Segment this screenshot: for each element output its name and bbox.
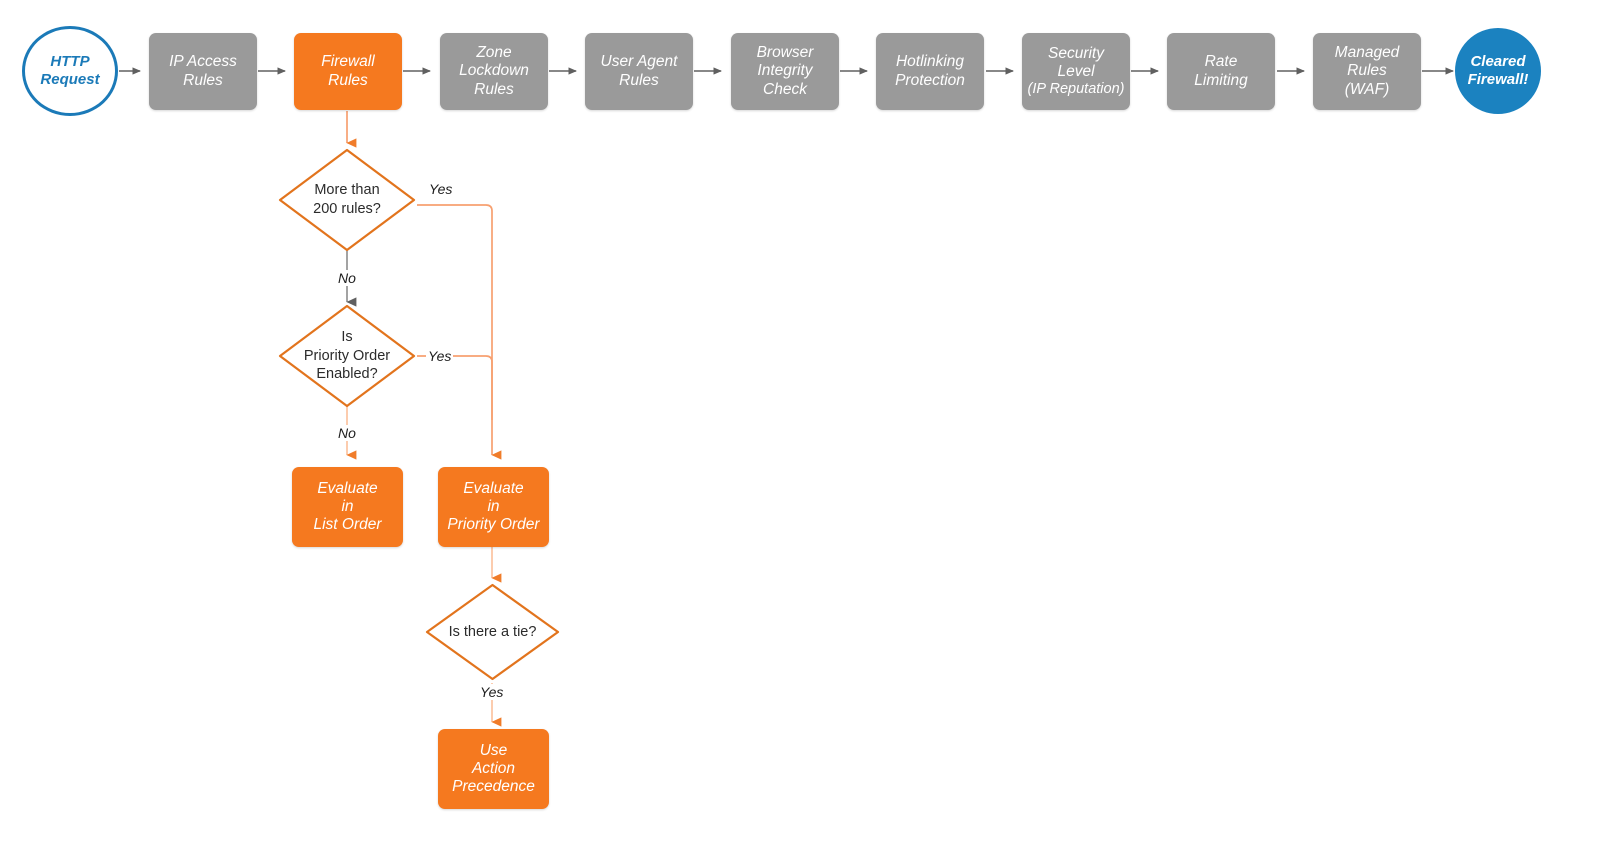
step-label-line-3: Rules	[474, 80, 514, 98]
decision-label-line-2: 200 rules?	[313, 201, 381, 217]
step-label-line-3: (IP Reputation)	[1027, 81, 1125, 98]
step-user-agent-rules[interactable]: User Agent Rules	[585, 33, 693, 110]
outcome-label-line-3: Precedence	[452, 778, 535, 796]
step-label: Security Level (IP Reputation)	[1028, 45, 1125, 99]
decision-label-line-1: More than	[314, 182, 380, 199]
end-terminator-cleared-firewall[interactable]: Cleared Firewall!	[1455, 28, 1541, 114]
outcome-evaluate-priority-order[interactable]: Evaluate in Priority Order	[438, 467, 549, 547]
end-label-line-2: Firewall!	[1467, 71, 1529, 88]
step-label: User Agent Rules	[601, 53, 678, 90]
step-label-line-2: Rules	[619, 71, 659, 89]
step-label: Zone Lockdown Rules	[459, 44, 529, 99]
decision-label: Is Priority Order Enabled?	[277, 303, 417, 409]
edge-label-d1-no: No	[336, 270, 358, 286]
step-security-level[interactable]: Security Level (IP Reputation)	[1022, 33, 1130, 110]
outcome-label-line-3: List Order	[313, 516, 382, 534]
decision-label-line-1: Is there a tie?	[448, 623, 537, 640]
edge-label-d1-yes: Yes	[427, 181, 455, 197]
outcome-label-line-1: Evaluate	[317, 479, 378, 497]
step-hotlinking-protection[interactable]: Hotlinking Protection	[876, 33, 984, 110]
diamond-shape	[425, 583, 560, 681]
step-label-line-1: IP Access	[169, 53, 237, 71]
decision-is-there-a-tie[interactable]: Is there a tie?	[424, 582, 561, 682]
step-label-line-1: Rate	[1204, 53, 1238, 71]
edge-label-d3-yes: Yes	[478, 684, 506, 700]
outcome-label-line-1: Use	[479, 741, 508, 759]
outcome-label-line-2: Action	[471, 759, 516, 777]
outcome-label: Evaluate in List Order	[313, 480, 381, 535]
step-label: Managed Rules (WAF)	[1335, 44, 1400, 99]
decision-label-line-3: Enabled?	[316, 366, 378, 383]
step-label: IP Access Rules	[169, 53, 237, 90]
step-label-line-2: Rules	[328, 71, 368, 89]
decision-priority-order-enabled[interactable]: Is Priority Order Enabled?	[277, 303, 417, 409]
start-terminator-http-request[interactable]: HTTP Request	[22, 26, 118, 116]
step-rate-limiting[interactable]: Rate Limiting	[1167, 33, 1275, 110]
decision-more-than-200-rules[interactable]: More than 200 rules?	[277, 147, 417, 253]
step-managed-rules-waf[interactable]: Managed Rules (WAF)	[1313, 33, 1421, 110]
step-ip-access-rules[interactable]: IP Access Rules	[149, 33, 257, 110]
step-label-line-2: Rules	[183, 71, 223, 89]
step-label: Browser Integrity Check	[757, 44, 814, 99]
step-label-line-1: Hotlinking	[895, 53, 965, 71]
step-label-line-2: Integrity	[757, 62, 813, 80]
outcome-label-line-3: Priority Order	[447, 516, 540, 534]
step-label-line-3: (WAF)	[1344, 80, 1390, 98]
step-firewall-rules[interactable]: Firewall Rules	[294, 33, 402, 110]
decision-label: More than 200 rules?	[277, 147, 417, 253]
step-label-line-2: Protection	[895, 71, 965, 89]
edge-label-d2-yes: Yes	[426, 348, 454, 364]
step-label: Rate Limiting	[1194, 53, 1247, 90]
edge-label-d2-no: No	[336, 425, 358, 441]
outcome-label: Evaluate in Priority Order	[447, 480, 539, 535]
step-zone-lockdown-rules[interactable]: Zone Lockdown Rules	[440, 33, 548, 110]
decision-label-line-2: Priority Order	[303, 347, 391, 364]
end-terminator-label: Cleared Firewall!	[1468, 53, 1529, 88]
wire-d2-yes-to-priority	[417, 355, 493, 420]
step-label-line-2: Rules	[1347, 62, 1387, 80]
step-label-line-3: Check	[763, 80, 807, 98]
step-label-line-2: Lockdown	[459, 62, 529, 80]
outcome-label-line-1: Evaluate	[463, 479, 524, 497]
outcome-use-action-precedence[interactable]: Use Action Precedence	[438, 729, 549, 809]
outcome-label-line-2: in	[487, 497, 500, 515]
step-label-line-1: Security	[1047, 44, 1104, 62]
outcome-evaluate-list-order[interactable]: Evaluate in List Order	[292, 467, 403, 547]
step-label-line-1: User Agent	[600, 53, 678, 71]
step-label: Hotlinking Protection	[895, 53, 965, 90]
diamond-shape	[278, 148, 416, 252]
wire-d1-yes-to-priority	[417, 204, 502, 460]
outcome-label-line-2: in	[341, 497, 354, 515]
decision-label: Is there a tie?	[424, 582, 561, 682]
step-label-line-2: Limiting	[1194, 71, 1248, 89]
step-browser-integrity-check[interactable]: Browser Integrity Check	[731, 33, 839, 110]
outcome-label: Use Action Precedence	[452, 742, 535, 797]
step-label-line-1: Managed	[1334, 44, 1400, 62]
step-label-line-1: Firewall	[321, 53, 375, 71]
start-label-line-1: HTTP	[50, 53, 90, 71]
diamond-shape	[278, 304, 416, 408]
end-label-line-1: Cleared	[1470, 53, 1526, 71]
start-terminator-label: HTTP Request	[40, 53, 99, 88]
step-label: Firewall Rules	[321, 53, 374, 90]
step-label-line-1: Browser	[756, 44, 814, 62]
decision-label-line-1: Is	[341, 329, 353, 346]
start-label-line-2: Request	[40, 71, 100, 88]
step-label-line-1: Zone	[476, 44, 512, 62]
step-label-line-2: Level	[1057, 62, 1095, 80]
